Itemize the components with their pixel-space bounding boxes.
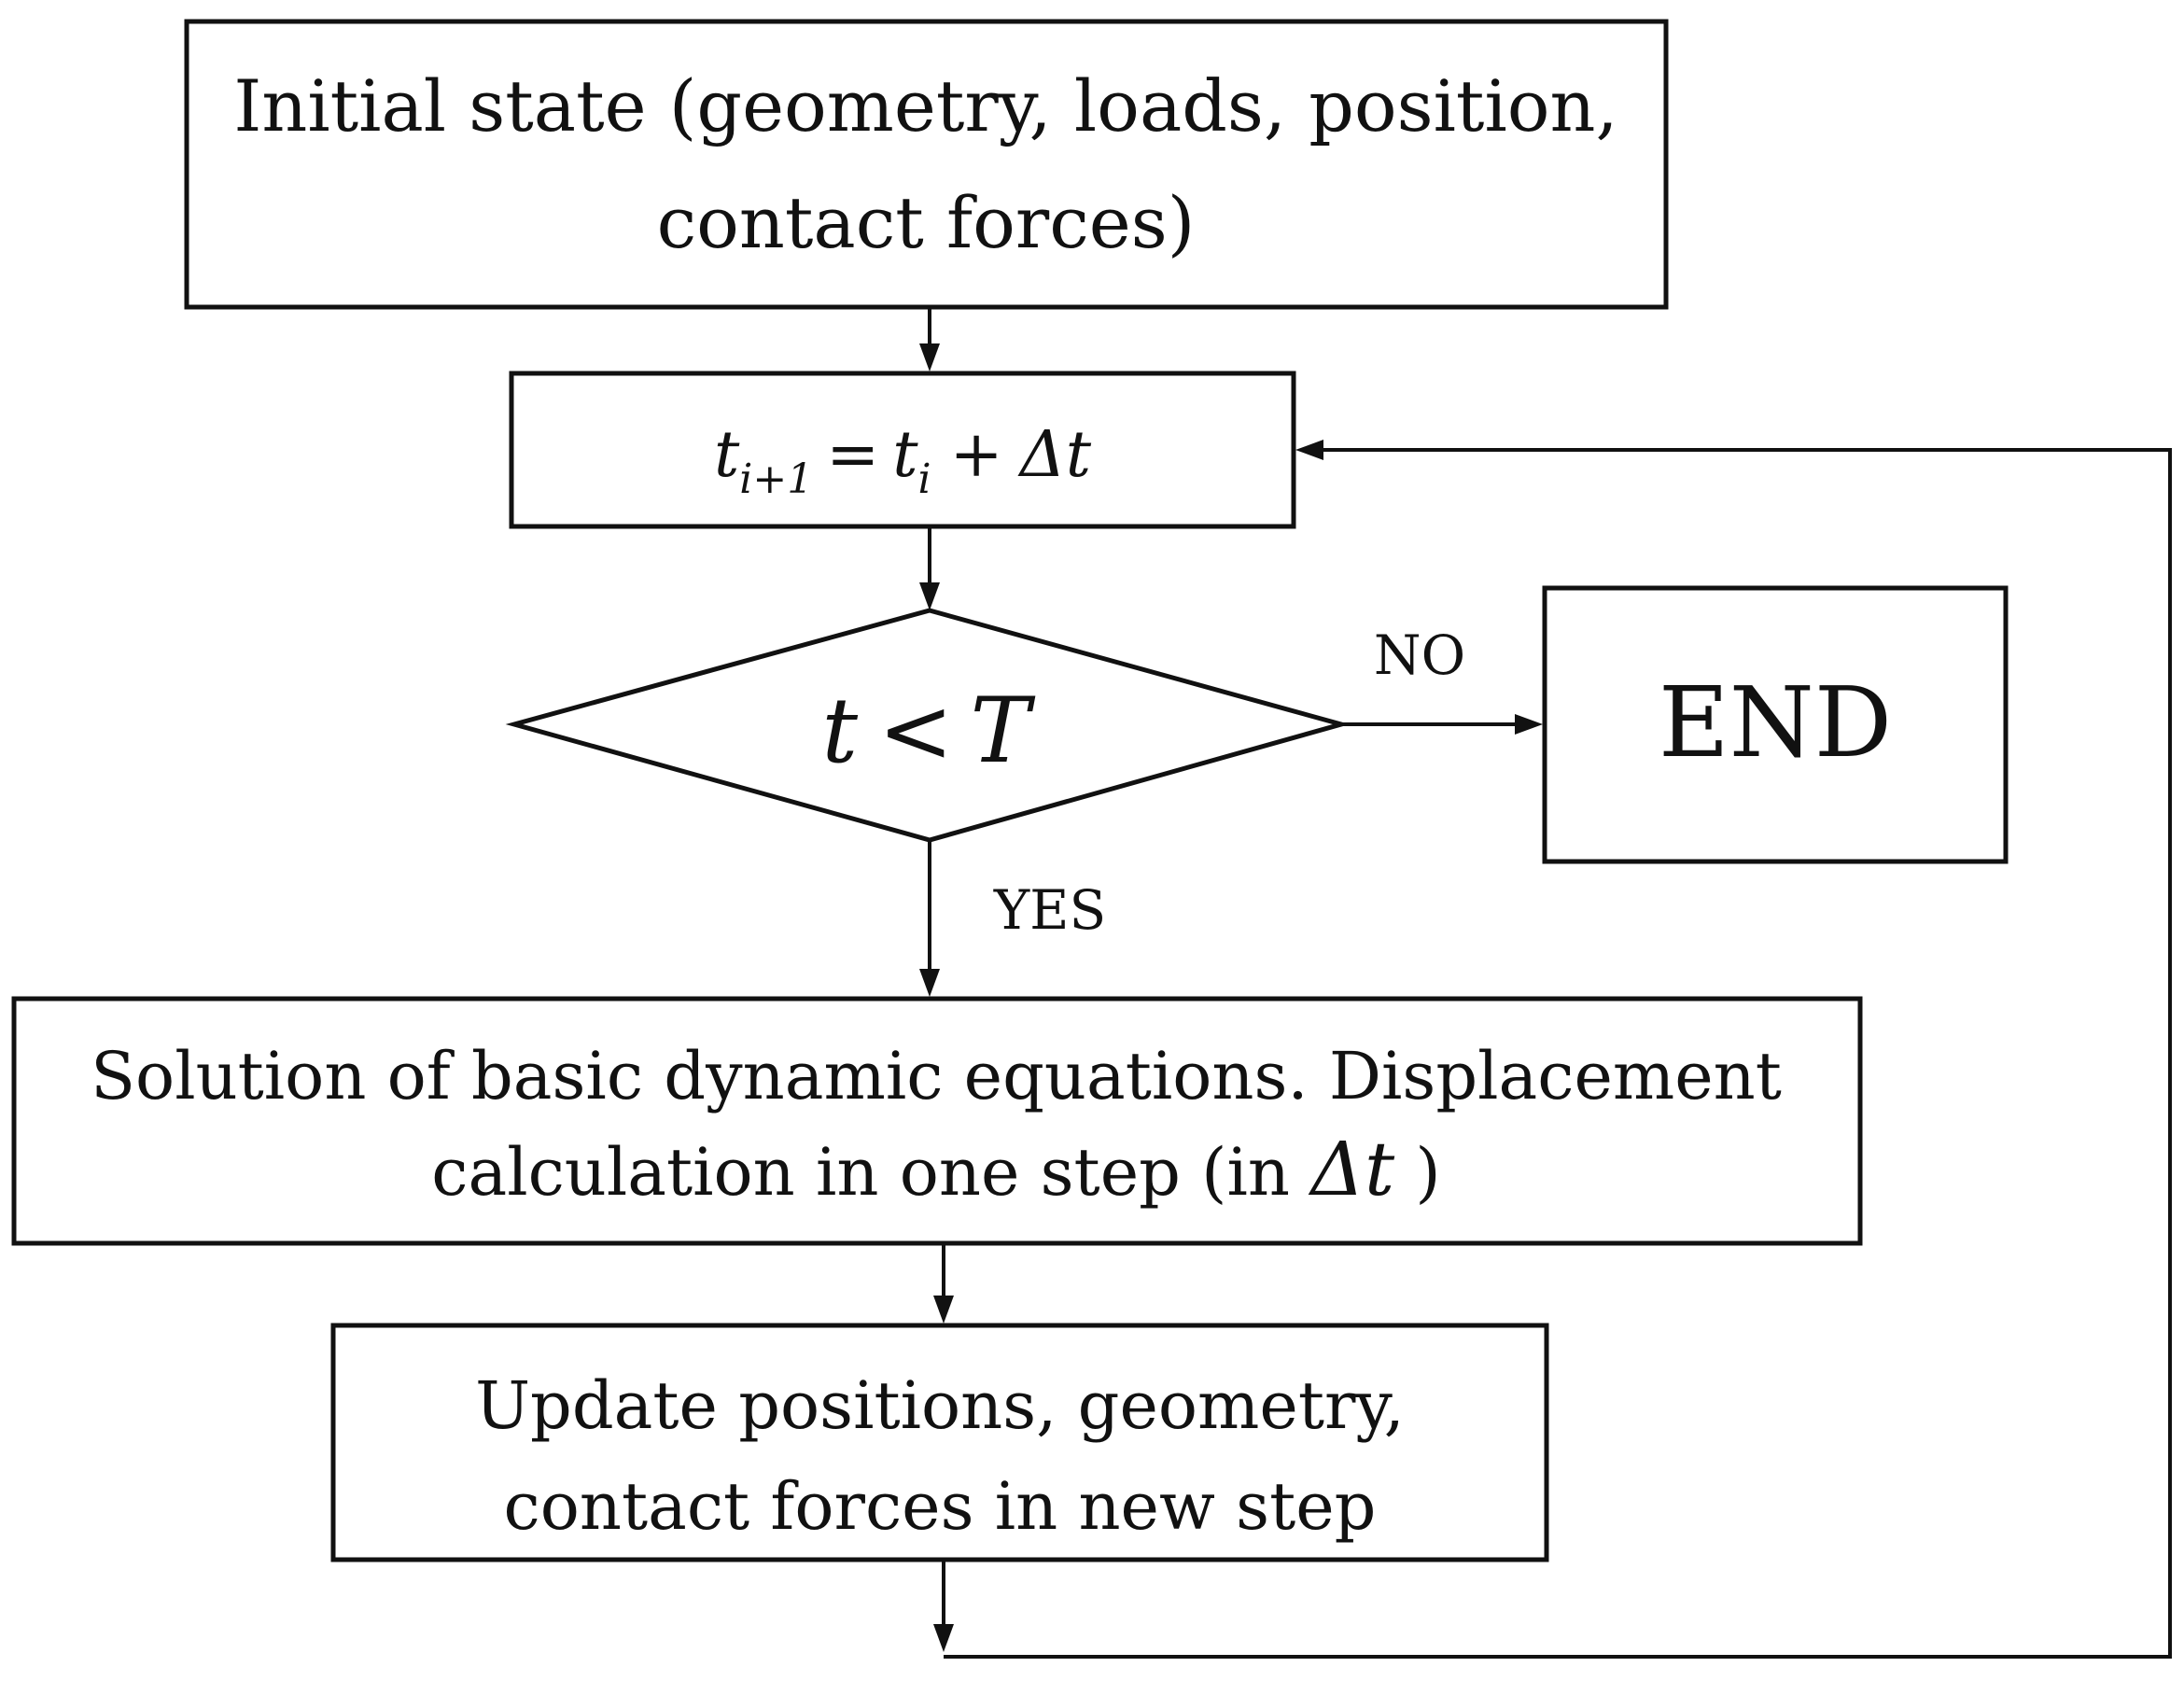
initial-state-node: Initial state (geometry, loads, position… bbox=[184, 19, 1669, 310]
decision-op: < bbox=[878, 679, 953, 783]
yes-label: YES bbox=[993, 878, 1106, 942]
time-step-node: ti+1=ti+Δt bbox=[509, 371, 1296, 529]
time-step-delta: Δt bbox=[1017, 418, 1092, 492]
solution-node: Solution of basic dynamic equations. Dis… bbox=[11, 996, 1863, 1246]
end-node: END bbox=[1542, 585, 2009, 864]
arrowhead bbox=[933, 1624, 954, 1652]
arrowhead bbox=[1515, 714, 1543, 735]
arrowhead bbox=[933, 1296, 954, 1324]
decision-bound: T bbox=[970, 679, 1035, 783]
time-step-box bbox=[509, 371, 1296, 529]
solution-line-2-suffix: ) bbox=[1394, 1134, 1441, 1211]
solution-line-2-math: Δt bbox=[1308, 1126, 1395, 1212]
time-step-equals: = bbox=[826, 418, 879, 492]
end-box bbox=[1542, 585, 2009, 864]
decision-node: t<T bbox=[505, 608, 1351, 843]
update-line-2: contact forces in new step bbox=[504, 1468, 1377, 1545]
edge-step-to-decision bbox=[919, 526, 940, 610]
time-step-rhs-sub: i bbox=[918, 455, 931, 503]
edge-loop-back bbox=[944, 440, 2172, 1659]
time-step-plus: + bbox=[950, 418, 1003, 492]
arrowhead bbox=[919, 969, 940, 997]
edge-solution-to-update bbox=[933, 1243, 954, 1324]
update-node: Update positions, geometry, contact forc… bbox=[330, 1323, 1549, 1562]
edge-initial-to-step bbox=[919, 307, 940, 371]
initial-state-line-2: contact forces) bbox=[657, 181, 1196, 264]
loop-back-line bbox=[944, 448, 2172, 1659]
end-label: END bbox=[1659, 665, 1892, 779]
no-label: NO bbox=[1374, 623, 1465, 687]
initial-state-box bbox=[184, 19, 1669, 310]
time-step-lhs-sub: i+1 bbox=[739, 455, 813, 503]
decision-var: t bbox=[821, 679, 858, 783]
edge-update-to-loop bbox=[933, 1560, 954, 1652]
decision-condition: t<T bbox=[821, 679, 1035, 783]
edge-decision-to-solution: YES bbox=[919, 840, 1106, 997]
edge-decision-to-end: NO bbox=[1341, 623, 1543, 735]
arrowhead bbox=[1295, 440, 1323, 460]
initial-state-line-1: Initial state (geometry, loads, position… bbox=[233, 64, 1617, 147]
time-step-rhs-var: t bbox=[892, 418, 918, 492]
update-line-1: Update positions, geometry, bbox=[475, 1367, 1405, 1444]
arrowhead bbox=[919, 343, 940, 371]
update-box bbox=[330, 1323, 1549, 1562]
solution-box bbox=[11, 996, 1863, 1246]
solution-line-2: calculation in one step (in Δt ) bbox=[431, 1126, 1440, 1212]
solution-line-1: Solution of basic dynamic equations. Dis… bbox=[91, 1038, 1782, 1114]
solution-line-2-prefix: calculation in one step (in bbox=[431, 1134, 1310, 1211]
arrowhead bbox=[919, 582, 940, 610]
time-step-formula: ti+1=ti+Δt bbox=[714, 418, 1092, 503]
time-step-lhs-var: t bbox=[714, 418, 740, 492]
